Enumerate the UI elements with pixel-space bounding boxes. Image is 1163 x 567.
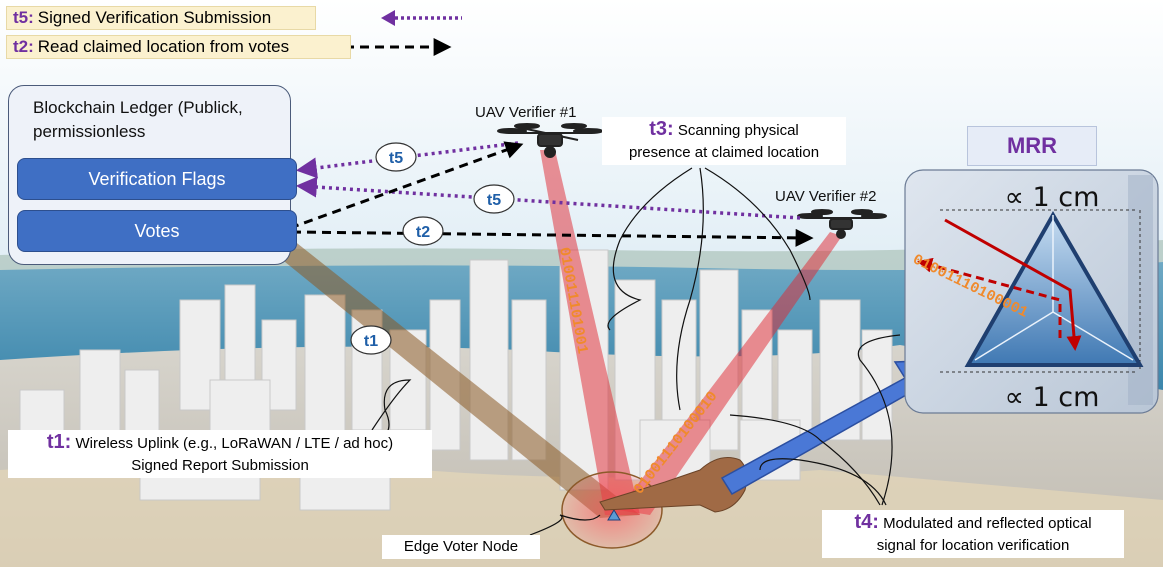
edge-node-marker xyxy=(607,509,621,521)
legend-t5-code: t5: xyxy=(13,8,34,27)
blockchain-ledger: Blockchain Ledger (Publick, permissionle… xyxy=(8,85,297,265)
t4-label: t4: Modulated and reflected optical sign… xyxy=(822,510,1124,558)
scan-beam-2 xyxy=(618,232,842,515)
badge-t1: t1 xyxy=(350,325,392,355)
t4-code: t4: xyxy=(854,511,879,533)
svg-text:t5: t5 xyxy=(487,192,501,209)
verification-flags-block: Verification Flags xyxy=(17,158,297,200)
t2-arrow-uav2 xyxy=(291,228,814,247)
votes-block: Votes xyxy=(17,210,297,252)
t1-code: t1: xyxy=(46,431,72,453)
uplink-beam xyxy=(258,236,640,518)
t1-label: t1: Wireless Uplink (e.g., LoRaWAN / LTE… xyxy=(8,430,432,478)
mrr-prism xyxy=(964,210,1144,367)
uav-verifier-2-drone xyxy=(797,209,887,239)
t5-arrow-uav1 xyxy=(295,141,519,179)
t4-line2: signal for location verification xyxy=(876,537,1070,554)
mrr-title: MRR xyxy=(967,126,1097,166)
t1-line2: Signed Report Submission xyxy=(131,457,309,474)
legend-t2-code: t2: xyxy=(13,37,34,56)
mrr-dim-top: ∝ 1 cm xyxy=(1005,182,1100,213)
t3-code: t3: xyxy=(649,118,674,140)
svg-text:t5: t5 xyxy=(389,150,403,167)
svg-text:t2: t2 xyxy=(416,224,430,241)
uav-verifier-2-label: UAV Verifier #2 xyxy=(775,188,877,205)
badge-t5-b: t5 xyxy=(473,184,515,214)
uav-verifier-1-label: UAV Verifier #1 xyxy=(475,104,577,121)
legend-t2: t2: Read claimed location from votes xyxy=(6,35,351,59)
ledger-title: Blockchain Ledger (Publick, permissionle… xyxy=(33,98,243,141)
mrr-dim-bottom: ∝ 1 cm xyxy=(1005,382,1100,413)
legend-t5-text: Signed Verification Submission xyxy=(37,8,272,27)
t2-arrow-uav1 xyxy=(289,141,524,230)
t3-line2: presence at claimed location xyxy=(628,144,820,161)
legend-t2-text: Read claimed location from votes xyxy=(37,37,290,56)
edge-voter-node-label: Edge Voter Node xyxy=(382,535,540,559)
uav-verifier-1-drone xyxy=(497,123,603,158)
t3-line1: Scanning physical xyxy=(677,122,799,139)
t1-line1: Wireless Uplink (e.g., LoRaWAN / LTE / a… xyxy=(75,435,394,452)
t3-label: t3: Scanning physical presence at claime… xyxy=(602,117,846,165)
scan-beam-1 xyxy=(540,150,640,515)
badge-t2: t2 xyxy=(402,216,444,246)
badge-t5-a: t5 xyxy=(375,142,417,172)
svg-text:t1: t1 xyxy=(364,333,378,350)
legend-t5: t5: Signed Verification Submission xyxy=(6,6,316,30)
t4-line1: Modulated and reflected optical xyxy=(883,515,1092,532)
